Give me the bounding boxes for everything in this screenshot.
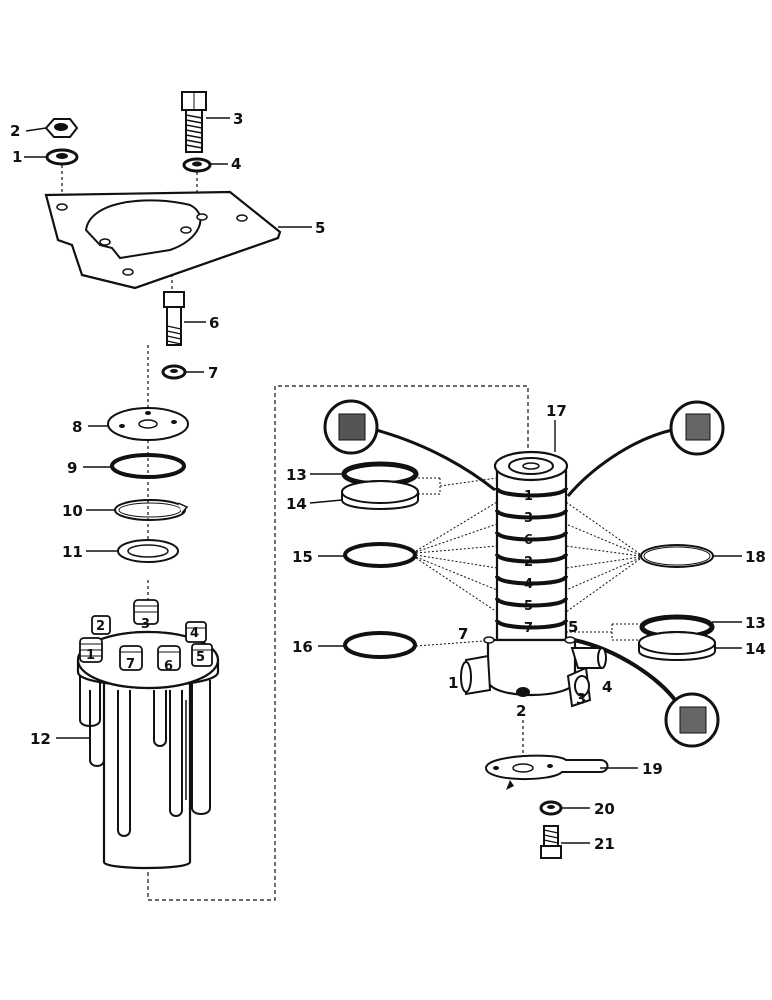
- leader-lines-right: [309, 420, 742, 844]
- o-ring-15: [343, 542, 417, 568]
- callout-10: 10: [62, 502, 83, 520]
- hex-nut: [44, 118, 79, 138]
- seal-ring-14-upper: [341, 480, 419, 510]
- callout-1: 1: [12, 148, 22, 166]
- callout-12: 12: [30, 730, 51, 748]
- spool-port-1: 1: [448, 674, 458, 692]
- groove-number-4: 4: [524, 577, 533, 592]
- o-ring-16: [343, 631, 417, 659]
- housing-port-7: 7: [126, 657, 135, 672]
- seal-detail-bottom-right: [573, 638, 720, 748]
- callout-5: 5: [315, 219, 325, 237]
- callout-15: 15: [292, 548, 313, 566]
- callout-8: 8: [72, 418, 82, 436]
- callout-16: 16: [292, 638, 313, 656]
- callout-17: 17: [546, 402, 567, 420]
- leader-lines-left: [24, 117, 312, 739]
- groove-number-5: 5: [524, 599, 533, 614]
- callout-6: 6: [209, 314, 219, 332]
- thrust-plate: [107, 407, 189, 441]
- lock-plate: [484, 754, 609, 790]
- callout-11: 11: [62, 543, 83, 561]
- callout-7: 7: [208, 364, 218, 382]
- lock-washer-7: [161, 364, 187, 380]
- spool-port-5: 5: [568, 618, 578, 636]
- o-ring-9: [110, 453, 186, 479]
- housing-port-2: 2: [96, 619, 105, 634]
- callout-18: 18: [745, 548, 766, 566]
- mounting-plate: [44, 190, 282, 290]
- dotted-groove-lines: [415, 477, 642, 647]
- groove-number-7: 7: [524, 621, 533, 636]
- callout-20: 20: [594, 800, 615, 818]
- callout-14-left: 14: [286, 495, 307, 513]
- spool-port-2: 2: [516, 702, 526, 720]
- seal-detail-top-left: [323, 399, 496, 492]
- callout-13-left: 13: [286, 466, 307, 484]
- back-up-ring-18: [640, 544, 714, 568]
- snap-ring: [114, 499, 189, 521]
- housing-port-5: 5: [196, 650, 205, 665]
- screw-21: [540, 825, 562, 859]
- callout-14-right: 14: [745, 640, 766, 658]
- spool-port-4: 4: [602, 678, 612, 696]
- callout-4: 4: [231, 155, 241, 173]
- callout-19: 19: [642, 760, 663, 778]
- spool-port-numbers: 7 5 4 1 2 3: [448, 618, 612, 720]
- callout-labels: 2 1 3 4 5 6 7 8 9 10 11 12 17 13 14 15 1…: [10, 110, 766, 853]
- callout-2: 2: [10, 122, 20, 140]
- housing-port-3: 3: [141, 617, 150, 632]
- spool-port-3: 3: [576, 690, 586, 708]
- washer-11: [117, 539, 179, 563]
- lock-washer-1: [45, 148, 79, 166]
- bolt-3: [181, 91, 207, 153]
- callout-21: 21: [594, 835, 615, 853]
- groove-number-3: 3: [524, 511, 533, 526]
- callout-13-right: 13: [745, 614, 766, 632]
- seal-ring-14-lower: [638, 631, 716, 661]
- housing-port-4: 4: [190, 626, 199, 641]
- lock-washer-20: [539, 800, 563, 816]
- lock-washer-4: [182, 157, 212, 173]
- assembly-connector-line: [147, 385, 529, 901]
- groove-number-6: 6: [524, 533, 533, 548]
- housing-port-1: 1: [86, 648, 95, 663]
- groove-number-1: 1: [524, 489, 533, 504]
- swivel-spool: [460, 450, 607, 708]
- housing-port-numbers: 1 2 3 4 5 6 7: [86, 617, 205, 674]
- groove-number-2: 2: [524, 555, 533, 570]
- swivel-housing: [76, 599, 220, 870]
- seal-detail-top-right: [566, 400, 725, 497]
- housing-port-6: 6: [164, 659, 173, 674]
- callout-9: 9: [67, 459, 77, 477]
- bolt-6: [163, 291, 185, 346]
- spool-port-7: 7: [458, 625, 468, 643]
- spool-groove-numbers: 1 3 6 2 4 5 7: [524, 489, 533, 636]
- callout-3: 3: [233, 110, 243, 128]
